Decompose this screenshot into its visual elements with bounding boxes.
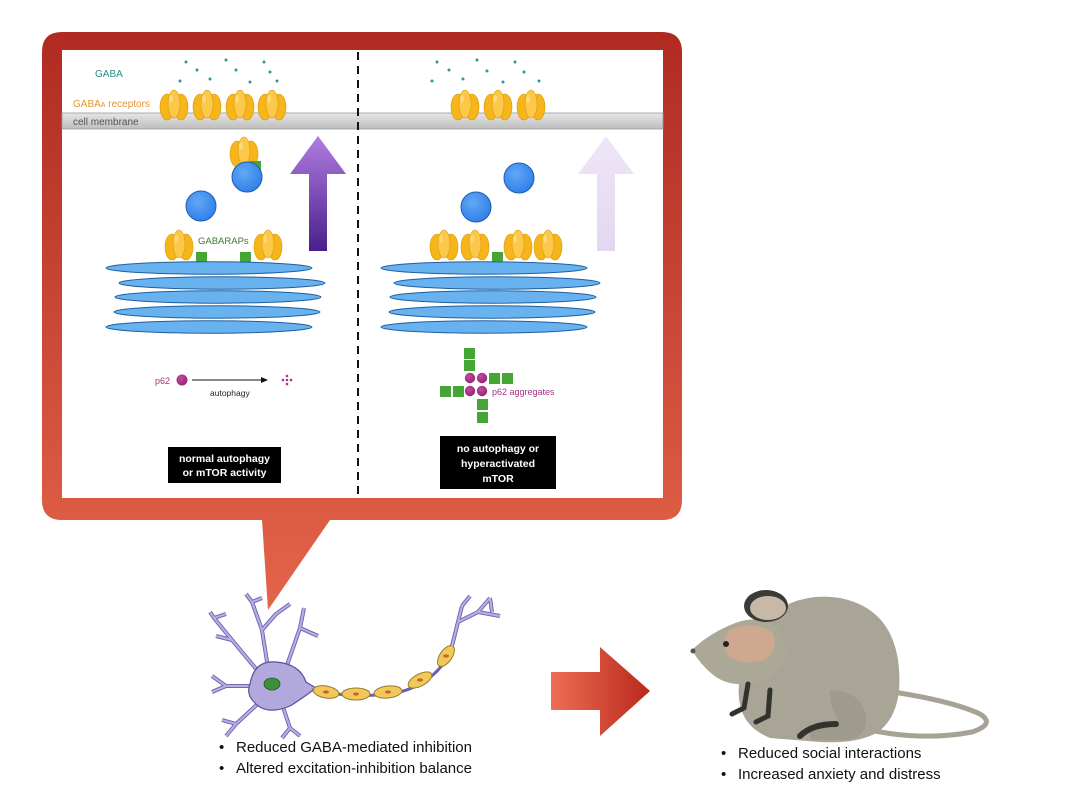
gaba-molecules-right	[430, 58, 541, 84]
p62-label: p62	[155, 376, 170, 386]
right-status-box	[440, 436, 556, 489]
cell-membrane-label: cell membrane	[73, 117, 139, 128]
left-status-line1: normal autophagy	[179, 453, 270, 465]
neuron-effect-item: Reduced GABA-mediated inhibition	[216, 737, 472, 758]
mouse-effect-item: Reduced social interactions	[718, 743, 941, 764]
degraded-p62-icon	[281, 374, 293, 386]
gaba-label: GABA	[95, 69, 123, 80]
right-arrow-icon	[551, 647, 650, 736]
gabarap-tag	[240, 252, 251, 263]
left-status-box	[168, 447, 281, 483]
vesicle-icon	[503, 162, 535, 194]
gaba-molecules-left	[178, 58, 279, 84]
autophagy-label: autophagy	[210, 388, 250, 398]
neuron-effect-item: Altered excitation-inhibition balance	[216, 758, 472, 779]
mouse-icon	[690, 590, 989, 743]
p62-aggregate-icon	[440, 348, 513, 423]
gabarap-tag	[492, 252, 503, 263]
neuron-icon	[208, 592, 501, 740]
left-status-line2: or mTOR activity	[183, 467, 267, 479]
right-status-line1: no autophagy or	[457, 443, 539, 455]
nucleus	[263, 677, 281, 691]
neuron-effects-list: Reduced GABA-mediated inhibition Altered…	[216, 737, 472, 779]
trafficking-arrow-strong	[290, 136, 346, 251]
gaba-a-receptors-label: GABAA receptors	[73, 99, 150, 110]
right-status-line2: hyperactivated	[461, 458, 535, 470]
membrane-receptors-right	[450, 89, 546, 121]
mouse-effect-item: Increased anxiety and distress	[718, 764, 941, 785]
vesicle-icon	[185, 190, 217, 222]
left-panel: GABARAPs p62 autophagy normal autophagy …	[105, 136, 346, 483]
right-panel: p62 aggregates no autophagy or hyperacti…	[380, 136, 634, 489]
p62-icon	[176, 374, 188, 386]
vesicle-icon	[460, 191, 492, 223]
cell-membrane: cell membrane	[61, 112, 664, 130]
gabarap-tag	[196, 252, 207, 263]
p62-aggregates-label: p62 aggregates	[492, 387, 555, 397]
trafficking-arrow-faded	[578, 136, 634, 251]
right-status-line3: mTOR	[482, 473, 514, 485]
vesicle-icon	[231, 161, 263, 193]
gabaraps-label: GABARAPs	[198, 236, 249, 247]
mouse-effects-list: Reduced social interactions Increased an…	[718, 743, 941, 785]
